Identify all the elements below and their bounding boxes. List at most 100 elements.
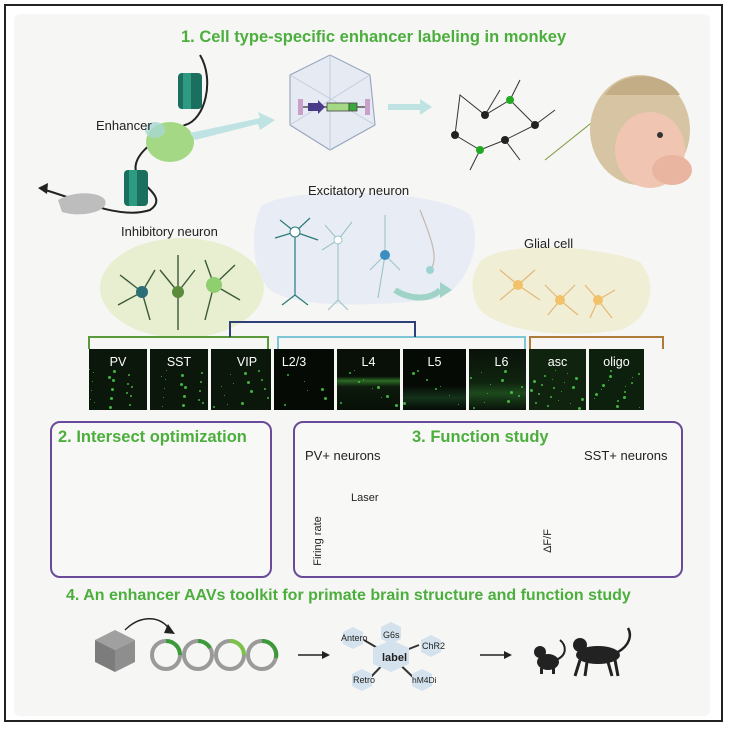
fluorescent-cell [244, 372, 247, 375]
fluorescent-cell [321, 388, 324, 391]
fluorescent-cell [324, 397, 327, 400]
fluorescent-cell [93, 372, 94, 373]
pv-neurons-label: PV+ neurons [305, 448, 381, 463]
fluorescent-cell [558, 400, 559, 401]
fluorescent-cell [358, 381, 360, 383]
section2-title: 2. Intersect optimization [58, 428, 247, 446]
fluorescent-cell [111, 388, 114, 391]
panel-l6: L6 [469, 349, 526, 410]
fluorescent-cell [349, 372, 351, 374]
fluorescent-cell [570, 403, 571, 404]
fluorescent-cell [501, 379, 504, 382]
fluorescent-cell [484, 402, 485, 403]
fluorescent-cell [624, 391, 626, 393]
fluorescent-cell [377, 386, 380, 389]
fluorescent-cell [550, 396, 552, 398]
fluorescent-cell [241, 402, 244, 405]
fluorescent-cell [92, 381, 93, 382]
enhancer-label: Enhancer [96, 118, 152, 133]
fluorescent-cell [287, 374, 289, 376]
fluorescent-cell [616, 405, 619, 408]
fluorescent-cell [553, 387, 555, 389]
fluorescent-cell [458, 404, 459, 405]
primate-silhouettes [534, 627, 632, 677]
package-box [95, 630, 135, 672]
fluorescent-cell [200, 381, 202, 383]
fluorescent-cell [473, 407, 475, 409]
fluorescent-cell [127, 383, 129, 385]
hub-center-label: label [382, 652, 408, 664]
fluorescent-cell [535, 402, 537, 404]
fluorescent-cell [481, 372, 482, 373]
petal-retro: Retro [353, 675, 376, 685]
fluorescent-cell [112, 379, 115, 382]
fluorescent-cell [363, 379, 364, 380]
fluorescent-cell [521, 386, 523, 388]
fluorescent-cell [538, 393, 540, 395]
fluorescent-cell [184, 386, 187, 389]
plasmid-rings [150, 638, 279, 671]
fluorescent-cell [181, 374, 184, 377]
fluorescent-cell [131, 386, 133, 388]
fluorescent-cell [250, 390, 253, 393]
df-f-label: ΔF/F [541, 529, 554, 553]
fluorescent-cell [162, 406, 163, 407]
fluorescent-cell [547, 405, 549, 407]
fluorescent-cell [470, 377, 472, 379]
fluorescent-cell [163, 397, 164, 398]
petal-chr2: ChR2 [422, 641, 446, 651]
fluorescent-cell [440, 386, 441, 387]
fluorescent-cell [264, 388, 266, 390]
fluorescent-cell [354, 370, 355, 371]
fluorescent-cell [109, 406, 112, 409]
fluorescent-cell [108, 376, 111, 379]
sst-neurons-label: SST+ neurons [584, 448, 668, 463]
fluorescent-cell [386, 395, 389, 398]
fluorescent-cell [183, 395, 186, 398]
fluorescent-cell [304, 381, 305, 382]
fluorescent-cell [202, 402, 204, 404]
fluorescent-cell [555, 370, 556, 371]
fluorescent-cell [602, 384, 605, 387]
fluorescent-cell [201, 372, 203, 374]
fluorescent-cell [395, 404, 398, 407]
fluorescent-cell [601, 389, 602, 390]
fluorescent-cell [90, 399, 91, 400]
fluorescent-cell [417, 370, 419, 372]
fluorescent-cell [426, 379, 428, 381]
fluorescent-cell [166, 370, 167, 371]
fluorescent-cell [94, 402, 95, 403]
fluorescent-cell [572, 386, 575, 389]
excitatory-label: Excitatory neuron [308, 183, 410, 198]
fluorescent-cell [623, 396, 626, 399]
petal-antero: Antero [341, 633, 368, 643]
fluorescent-cell [129, 404, 131, 406]
glial-label: Glial cell [524, 236, 574, 251]
fluorescent-cell [449, 395, 450, 396]
fluorescent-cell [567, 373, 568, 374]
fluorescent-cell [340, 402, 342, 404]
inhibitory-bracket [88, 336, 269, 349]
fluorescent-cell [552, 379, 553, 380]
fluorescent-cell [638, 373, 640, 375]
fluorescent-cell [625, 386, 626, 387]
section3-title: 3. Function study [412, 428, 549, 446]
firing-rate-label: Firing rate [311, 516, 324, 566]
petal-g6s: G6s [383, 630, 400, 640]
root-bracket [229, 321, 416, 337]
aav-capsid [289, 54, 376, 151]
fluorescent-cell [510, 391, 513, 394]
fluorescent-cell [435, 388, 437, 390]
petal-hm4di: hM4Di [412, 675, 437, 685]
fluorescent-cell [533, 380, 536, 383]
fluorescent-cell [631, 382, 633, 384]
fluorescent-cell [609, 375, 612, 378]
fluorescent-cell [504, 370, 507, 373]
fluorescent-cell [412, 372, 415, 375]
fluorescent-cell [164, 388, 165, 389]
fluorescent-cell [530, 389, 533, 392]
neuron-network [454, 79, 556, 171]
fluorescent-cell [267, 397, 269, 399]
fluorescent-cell [213, 406, 215, 408]
fluorescent-cell [284, 404, 286, 406]
